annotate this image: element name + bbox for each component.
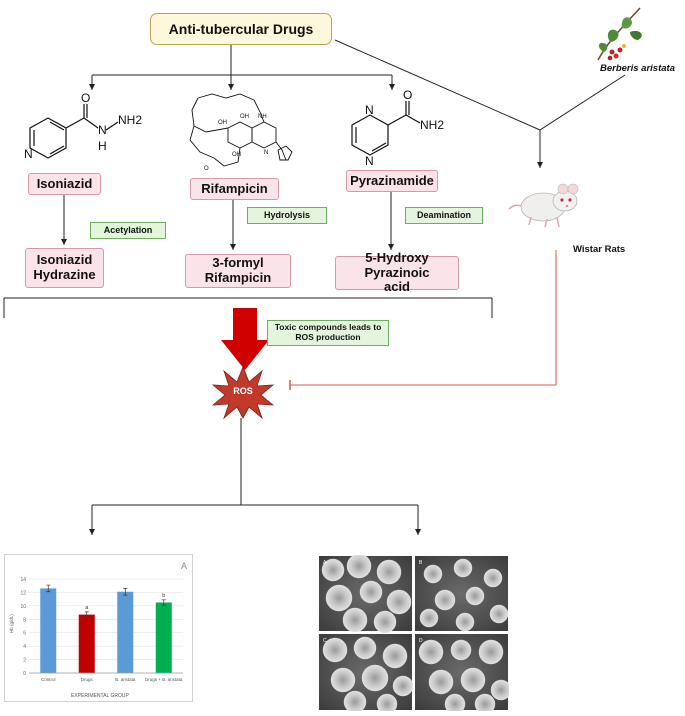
- sem-red-blood-cell: [382, 643, 408, 669]
- rat-illustration: [508, 183, 579, 228]
- ros-label: ROS: [233, 386, 253, 396]
- sem-red-blood-cell: [392, 675, 414, 697]
- sem-red-blood-cell: [453, 558, 473, 578]
- chart-xtick-label: B. aristata: [115, 677, 136, 682]
- metabolite-isoniazid-hydrazine: Isoniazid Hydrazine: [25, 248, 104, 288]
- chart-xtick-label: Control: [41, 677, 56, 682]
- rifampicin-structure: OH OH NH OH N O: [189, 93, 293, 172]
- sem-red-blood-cell: [460, 667, 486, 693]
- hb-chart-panel: A 0 2 4 6 8 10 12 14 a b Control Drugs B. aristata…: [4, 554, 193, 702]
- svg-text:OH: OH: [218, 120, 227, 126]
- hb-bar-chart: A 0 2 4 6 8 10 12 14 a b Control Drugs B. aristata…: [9, 561, 187, 699]
- sem-red-blood-cell: [490, 679, 512, 701]
- isoniazid-structure: O N H NH2 N: [24, 91, 142, 161]
- title-box: Anti-tubercular Drugs: [150, 13, 332, 45]
- chart-bar: [40, 588, 57, 673]
- pyrazinamide-o-label: O: [403, 88, 412, 102]
- chart-ylabel: Hb (g/dL): [9, 614, 14, 633]
- svg-text:NH: NH: [258, 114, 267, 120]
- sem-label-d: D: [419, 638, 423, 644]
- sem-red-blood-cell: [450, 639, 472, 661]
- sem-red-blood-cell: [325, 584, 353, 612]
- sem-red-blood-cell: [419, 608, 439, 628]
- sem-red-blood-cell: [343, 690, 367, 714]
- chart-ytick-label: 4: [23, 644, 26, 650]
- svg-text:OH: OH: [232, 152, 241, 158]
- process-deamination: Deamination: [405, 207, 483, 224]
- chart-bar: [155, 602, 172, 673]
- chart-xlabel: EXPERIMENTAL GROUP: [71, 693, 129, 699]
- chart-significance-label: a: [85, 605, 89, 611]
- chart-ytick-label: 8: [23, 617, 26, 623]
- plant-label: Berberis aristata: [600, 63, 675, 74]
- metabolite-5-hydroxy-pyrazinoic-acid: 5-Hydroxy Pyrazinoic acid: [335, 250, 459, 294]
- chart-ytick-label: 10: [20, 604, 26, 610]
- sem-red-blood-cell: [386, 589, 412, 615]
- sem-red-blood-cell: [361, 664, 389, 692]
- pyrazinamide-n2-label: N: [365, 154, 374, 165]
- chart-ytick-label: 6: [23, 631, 26, 637]
- chart-xtick-label: Drugs: [81, 677, 94, 682]
- sem-red-blood-cell: [321, 558, 345, 582]
- sem-red-blood-cell: [428, 669, 454, 695]
- chart-error-bar: [84, 611, 89, 618]
- sem-red-blood-cell: [483, 568, 503, 588]
- process-hydrolysis: Hydrolysis: [247, 207, 327, 224]
- isoniazid-nh2-label: NH2: [118, 113, 142, 127]
- rat-label: Wistar Rats: [573, 244, 626, 255]
- sem-red-blood-cell: [489, 604, 509, 624]
- ros-starburst: [212, 365, 274, 420]
- sem-red-blood-cell: [423, 564, 443, 584]
- pyrazinamide-n1-label: N: [365, 103, 374, 117]
- sem-red-blood-cell: [342, 607, 368, 633]
- metabolite-3-formyl-rifampicin: 3-formyl Rifampicin: [185, 254, 291, 288]
- sem-red-blood-cell: [373, 610, 397, 634]
- isoniazid-n-label: N: [98, 123, 107, 137]
- isoniazid-o-label: O: [81, 91, 90, 105]
- chart-ytick-label: 12: [20, 590, 26, 596]
- sem-label-b: B: [419, 560, 423, 566]
- svg-text:N: N: [24, 147, 33, 161]
- chart-significance-label: b: [162, 593, 165, 599]
- sem-red-blood-cell: [418, 639, 444, 665]
- isoniazid-h-label: H: [98, 139, 107, 153]
- chart-error-bar: [161, 599, 166, 606]
- svg-text:N: N: [264, 150, 268, 156]
- pyrazinamide-structure: O NH2 N N: [351, 88, 444, 165]
- drug-isoniazid: Isoniazid: [28, 173, 101, 195]
- sem-red-blood-cell: [322, 637, 348, 663]
- chart-ytick-label: 2: [23, 658, 26, 664]
- chart-xtick-label: Drugs + B. aristata: [145, 677, 183, 682]
- sem-red-blood-cell: [330, 667, 356, 693]
- sem-label-c: C: [323, 638, 327, 644]
- sem-red-blood-cell: [434, 589, 456, 611]
- sem-red-blood-cell: [376, 559, 402, 585]
- pyrazinamide-nh2-label: NH2: [420, 118, 444, 132]
- chart-ytick-label: 0: [23, 671, 26, 677]
- sem-red-blood-cell: [359, 580, 383, 604]
- sem-label-a: A: [323, 560, 327, 566]
- sem-red-blood-cell: [346, 553, 372, 579]
- chart-bar: [117, 591, 134, 673]
- sem-red-blood-cell: [353, 636, 377, 660]
- chart-error-bar: [123, 588, 128, 596]
- chart-error-bar: [46, 584, 51, 593]
- chart-ytick-label: 14: [20, 577, 26, 583]
- drug-rifampicin: Rifampicin: [190, 178, 279, 200]
- drug-pyrazinamide: Pyrazinamide: [346, 170, 438, 192]
- down-arrow-icon: [221, 308, 269, 370]
- process-acetylation: Acetylation: [90, 222, 166, 239]
- svg-text:OH: OH: [240, 114, 249, 120]
- svg-text:O: O: [204, 166, 209, 172]
- plant-illustration: [597, 7, 642, 61]
- sem-micrograph: A B C D: [318, 553, 512, 715]
- toxic-note: Toxic compounds leads to ROS production: [267, 320, 389, 346]
- sem-red-blood-cell: [455, 612, 475, 632]
- chart-panel-letter: A: [181, 561, 187, 571]
- sem-red-blood-cell: [478, 639, 504, 665]
- chart-bar: [78, 614, 95, 673]
- sem-red-blood-cell: [465, 586, 485, 606]
